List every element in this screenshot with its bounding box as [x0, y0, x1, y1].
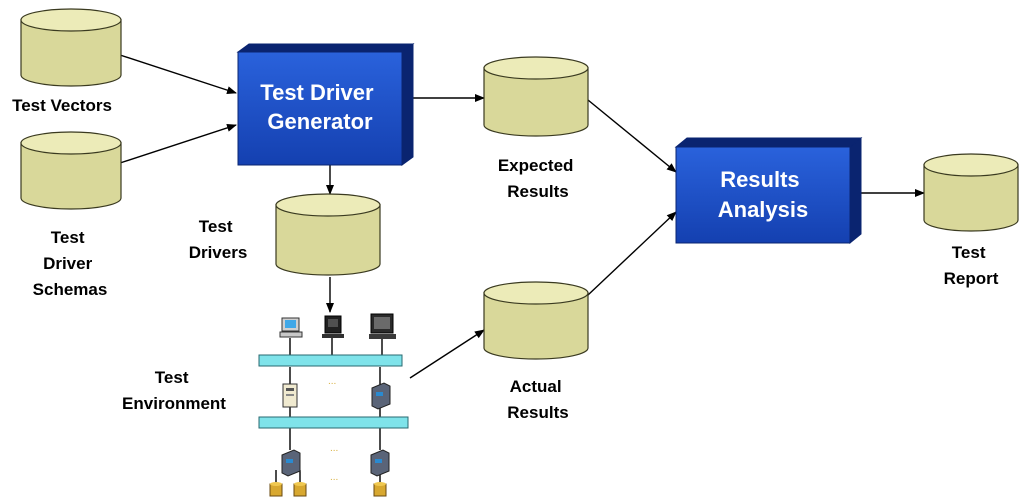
actual-results-store-icon — [483, 281, 589, 360]
network-bus-upper — [258, 354, 403, 367]
svg-text:Test Driver Generator: Test Driver Generator — [260, 80, 379, 134]
server-icon — [282, 383, 298, 408]
edge-vectors-to-generator — [119, 54, 237, 94]
test-vectors-label: Test Vectors — [12, 96, 112, 115]
test-report-label: Test Report — [944, 243, 999, 288]
data-stores — [20, 8, 1019, 360]
test-vectors-store-icon — [20, 8, 122, 87]
expected-results-label: Expected Results — [498, 156, 578, 201]
computer-icon — [279, 317, 303, 338]
database-icon — [373, 482, 387, 497]
svg-text:...: ... — [330, 472, 338, 483]
computer-icon — [369, 313, 396, 339]
test-driver-schemas-store-icon — [20, 131, 122, 210]
test-drivers-label: Test Drivers — [189, 217, 248, 262]
computer-icon — [322, 315, 344, 338]
svg-text:Results Analysis: Results Analysis — [718, 167, 809, 222]
test-driver-schemas-label: Test Driver Schemas — [33, 228, 108, 299]
database-icon — [293, 482, 307, 497]
results-analysis-box: Results Analysis — [674, 136, 863, 245]
server-icon — [281, 449, 301, 477]
edge-expected-to-analysis — [587, 99, 677, 173]
actual-results-label: Actual Results — [507, 377, 568, 422]
svg-text:...: ... — [328, 376, 336, 387]
svg-text:...: ... — [330, 443, 338, 454]
analysis-label-line-1: Results — [720, 167, 799, 192]
process-boxes: Test Driver Generator Results Analysis — [236, 43, 863, 245]
expected-results-store-icon — [483, 56, 589, 137]
edge-environment-to-actual — [409, 329, 485, 379]
node-labels: Test Vectors Test Driver Schemas Test Dr… — [12, 96, 999, 422]
server-icon — [371, 382, 391, 410]
network-bus-lower — [258, 416, 409, 429]
server-icon — [370, 449, 390, 477]
connectors — [119, 54, 925, 379]
edge-schemas-to-generator — [119, 124, 237, 164]
test-driver-generator-box: Test Driver Generator — [236, 43, 415, 166]
database-icon — [269, 482, 283, 497]
test-drivers-store-icon — [275, 193, 381, 276]
generator-label-line-2: Generator — [267, 109, 373, 134]
edge-actual-to-analysis — [587, 211, 677, 296]
generator-label-line-1: Test Driver — [260, 80, 374, 105]
test-environment-network: ... ... ... — [258, 313, 409, 497]
test-environment-label: Test Environment — [122, 368, 226, 413]
analysis-label-line-2: Analysis — [718, 197, 809, 222]
test-report-store-icon — [923, 153, 1019, 232]
